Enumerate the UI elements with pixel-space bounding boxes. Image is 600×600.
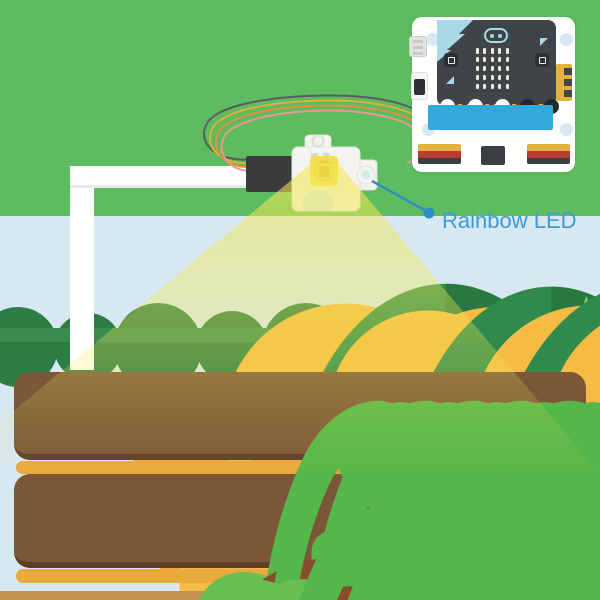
mount-pole-vertical: [70, 166, 94, 370]
led-dot: [490, 74, 494, 81]
led-dot: [505, 74, 509, 81]
board-hole: [426, 33, 439, 46]
power-switch-knob[interactable]: [414, 79, 425, 95]
led-dot: [498, 56, 502, 63]
port-connector-right: [527, 144, 570, 164]
led-dot: [490, 65, 494, 72]
triangle-decoration: [446, 76, 454, 84]
mount-hole-right: [361, 170, 371, 180]
led-dot: [483, 74, 487, 81]
led-dot: [483, 65, 487, 72]
rainbow-led-label: Rainbow LED: [442, 208, 577, 233]
callout: [371, 179, 435, 219]
board-hole: [560, 123, 573, 136]
board-hole: [560, 33, 573, 46]
led-dot: [498, 83, 502, 90]
led-dot: [476, 83, 479, 90]
led-dot: [505, 56, 509, 63]
led-dot: [498, 48, 502, 54]
led-dot: [505, 65, 509, 72]
led-matrix: [476, 48, 509, 90]
mount-pole-arm: [70, 166, 258, 188]
logo-eye: [489, 33, 494, 38]
bush: [0, 307, 58, 387]
led-dot: [476, 56, 479, 63]
led-dot: [490, 48, 494, 54]
cable-connector-block: [246, 156, 294, 192]
mount-hole-top: [311, 134, 325, 148]
logo-eye: [498, 33, 502, 38]
led-dot: [476, 48, 479, 54]
led-dot: [490, 83, 494, 90]
corner-decoration: [437, 20, 473, 62]
led-dot: [498, 65, 502, 72]
led-dot: [498, 74, 502, 81]
usb-connector: [409, 36, 427, 57]
led-dot: [505, 48, 509, 54]
button-b[interactable]: [535, 53, 549, 67]
led-dot: [476, 65, 479, 72]
led-dot: [483, 48, 487, 54]
microbit-logo: [484, 28, 508, 43]
button-a[interactable]: [444, 53, 458, 67]
led-dot: [483, 56, 487, 63]
gold-edge-connector: [556, 64, 572, 101]
power-switch[interactable]: [411, 72, 428, 100]
led-dot: [490, 56, 494, 63]
port-connector-left: [418, 144, 461, 164]
microbit: [437, 20, 559, 114]
edge-connector-slot: [428, 105, 553, 130]
triangle-decoration: [540, 38, 548, 46]
led-dot: [476, 74, 479, 81]
led-dot: [505, 83, 509, 90]
port-connector-middle: [481, 146, 505, 165]
led-dot: [483, 83, 487, 90]
microbit-breakout-board: [409, 17, 575, 172]
